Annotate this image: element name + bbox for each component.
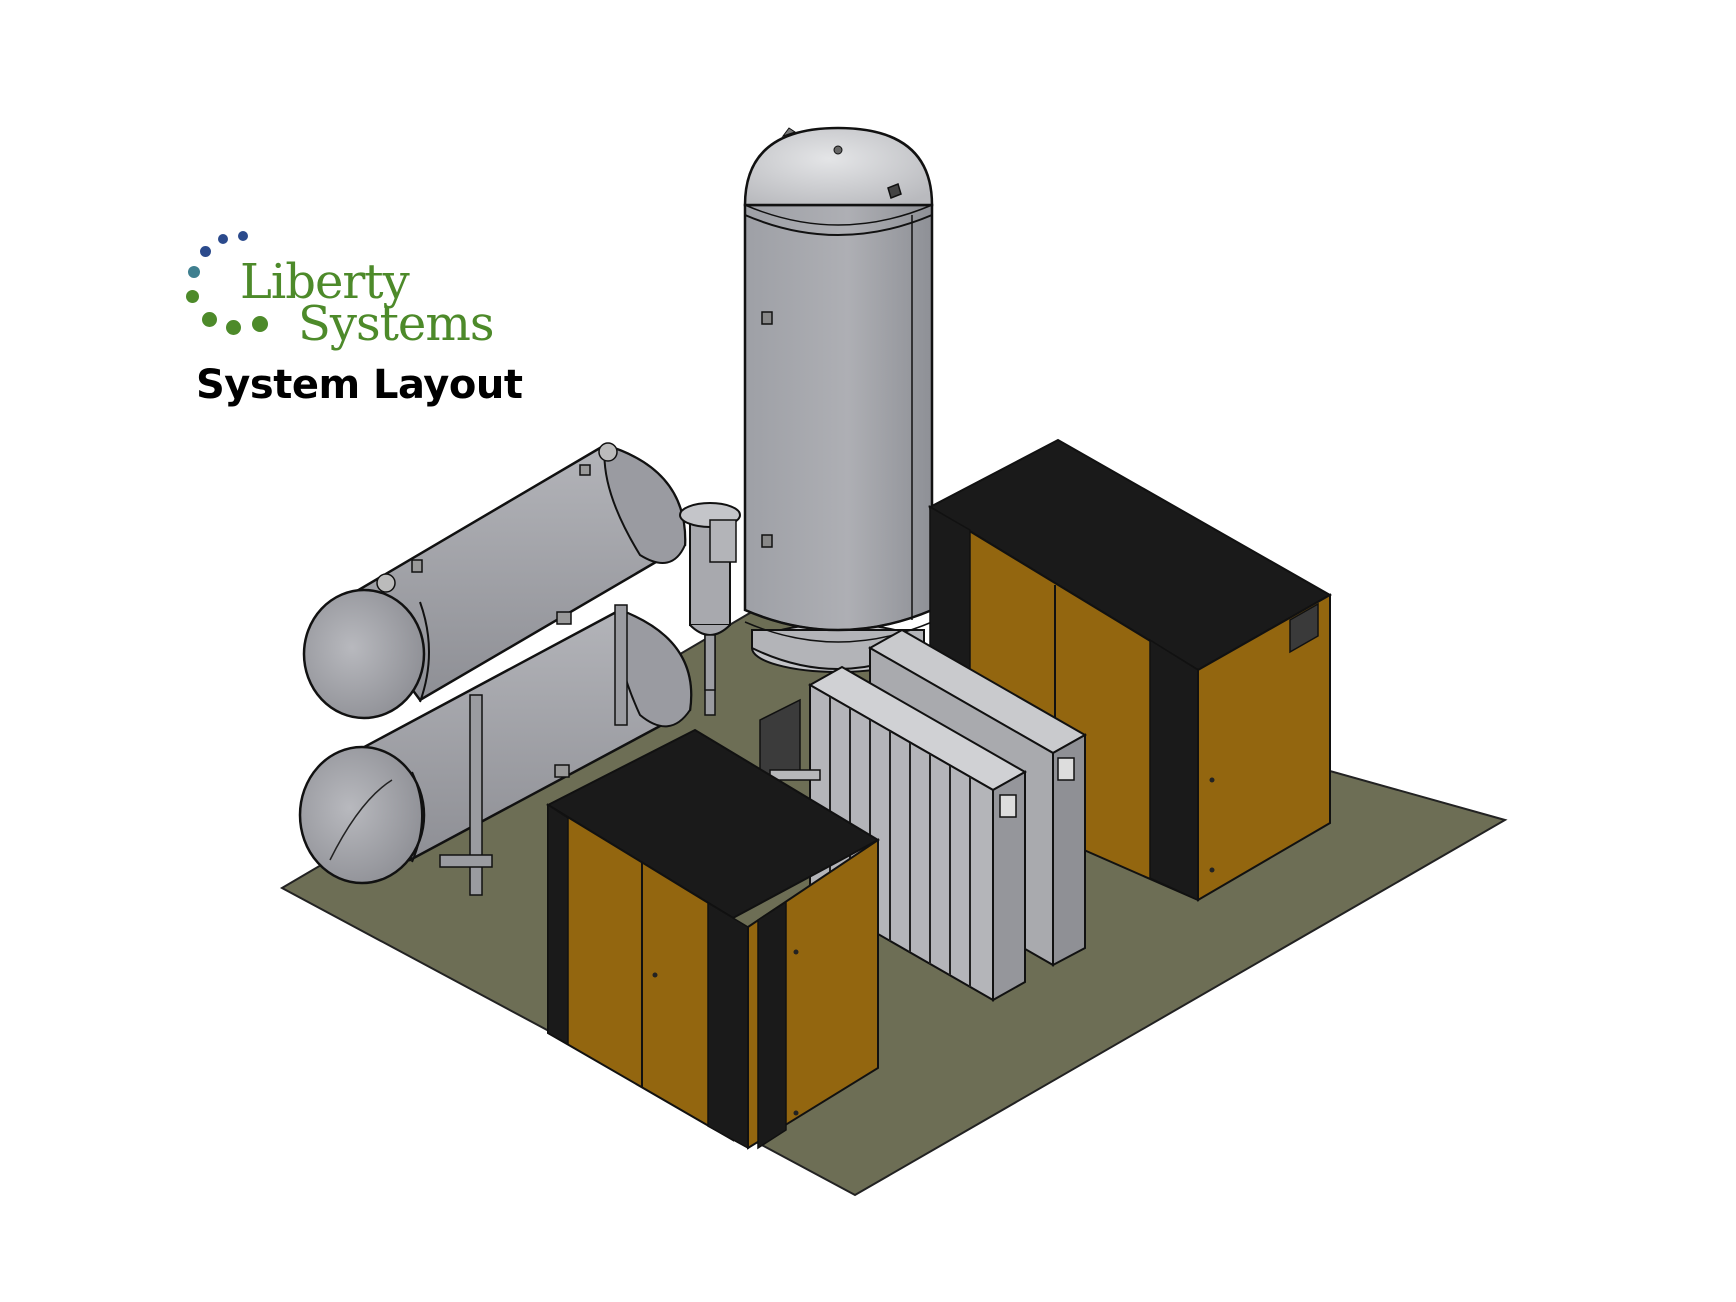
- logo-dot: [186, 290, 199, 303]
- vertical-tank: [743, 126, 934, 673]
- logo-word-systems: Systems: [298, 296, 494, 352]
- inline-filter: [679, 502, 741, 691]
- logo-dot: [252, 316, 268, 332]
- logo-word-liberty: Liberty: [240, 254, 410, 310]
- compressor-cabinet-front: [545, 728, 881, 1150]
- liberty-systems-logo: Liberty Systems: [180, 228, 494, 358]
- logo-dot: [226, 320, 241, 335]
- dryer-bank: [759, 628, 1088, 1002]
- logo-dot: [200, 246, 211, 257]
- horizontal-tank-lower: [298, 608, 693, 885]
- logo-dot: [238, 231, 248, 241]
- horizontal-tank-upper: [302, 442, 687, 720]
- logo-dot: [202, 312, 217, 327]
- logo-dot: [188, 266, 200, 278]
- page-title: System Layout: [196, 362, 523, 408]
- logo-dot: [218, 234, 228, 244]
